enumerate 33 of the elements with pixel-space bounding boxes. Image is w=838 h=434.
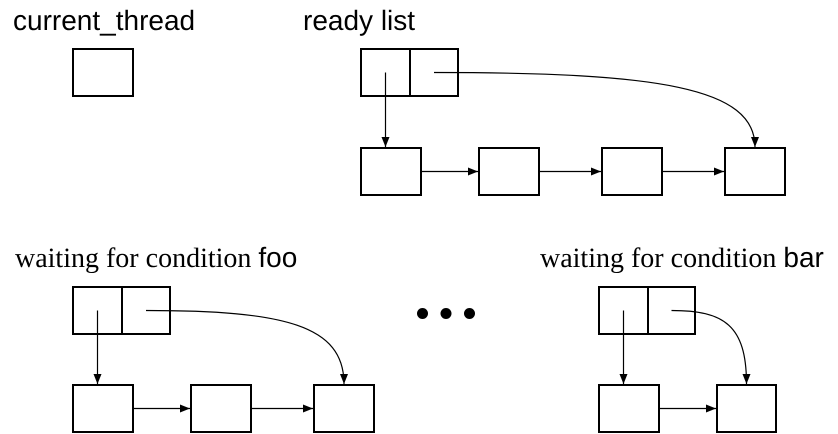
condition-name: bar — [783, 244, 824, 272]
arrow — [94, 310, 102, 384]
arrow — [252, 404, 313, 412]
variable-label: current_thread — [13, 7, 196, 35]
pointer-cell — [121, 286, 171, 335]
condition-label: waiting for condition — [540, 245, 776, 273]
arrow — [540, 168, 601, 176]
arrow — [434, 72, 758, 148]
arrow — [663, 168, 724, 176]
list-element-box — [190, 384, 252, 433]
arrow — [620, 310, 628, 384]
arrow — [382, 72, 390, 147]
list-element-box — [478, 147, 540, 196]
arrow — [660, 404, 716, 412]
arrow — [134, 404, 190, 412]
list-element-box — [360, 147, 422, 196]
variable-label: ready list — [303, 7, 416, 35]
pointer-cell — [598, 286, 649, 335]
list-element-box — [313, 384, 375, 433]
condition-name: foo — [258, 244, 298, 272]
pointer-cell — [647, 286, 696, 335]
list-element-box — [716, 384, 777, 433]
pointer-cell — [360, 48, 411, 97]
list-element-box — [724, 147, 786, 196]
list-element-box — [72, 384, 134, 433]
pointer-cell — [72, 286, 123, 335]
list-element-box — [598, 384, 660, 433]
arrow — [422, 168, 478, 176]
condition-label: waiting for condition — [15, 245, 252, 273]
arrow — [146, 310, 348, 384]
list-element-box — [601, 147, 663, 196]
pointer-cell — [409, 48, 459, 97]
arrow — [671, 310, 750, 384]
